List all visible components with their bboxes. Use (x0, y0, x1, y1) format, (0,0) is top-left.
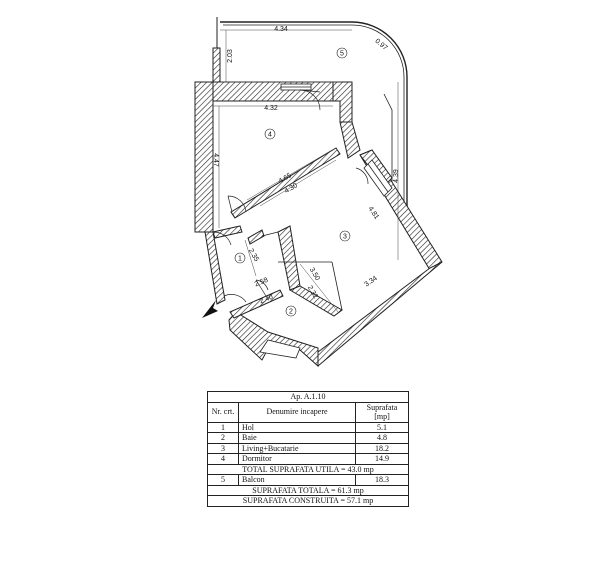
door-swings (212, 89, 369, 303)
svg-text:3: 3 (343, 234, 347, 241)
row-name: Balcon (238, 474, 356, 486)
total-row: SUPRAFATA TOTALA = 61.3 mp (207, 484, 409, 496)
row-name: Baie (238, 432, 356, 444)
row-name: Living+Bucatarie (238, 442, 356, 454)
row-area: 5.1 (355, 421, 409, 433)
header-nr: Nr. crt. (207, 401, 239, 423)
row-area: 4.8 (355, 432, 409, 444)
room-marker-5: 5 (336, 47, 348, 59)
row-area: 18.2 (355, 442, 409, 454)
table-row: 1 Hol 5.1 (207, 421, 409, 433)
row-nr: 3 (207, 442, 239, 454)
table-row: 5 Balcon 18.3 (207, 474, 409, 486)
svg-text:2: 2 (289, 309, 293, 316)
dim-living-bottom: 3.34 (364, 275, 379, 289)
dim-bath-width: 2.58 (254, 277, 269, 289)
dim-right-height: 4.39 (393, 169, 400, 183)
dim-balcony-width: 4.34 (274, 26, 288, 33)
svg-text:5: 5 (340, 51, 344, 58)
table-row: 2 Baie 4.8 (207, 432, 409, 444)
dim-hall-diagonal: 2.35 (247, 248, 260, 263)
room-marker-4: 4 (264, 128, 276, 140)
room-marker-3: 3 (339, 230, 351, 242)
walls (194, 81, 443, 368)
legend-header-row: Nr. crt. Denumire incapere Suprafata [mp… (207, 401, 409, 423)
dim-balcony-arc: 0.97 (373, 38, 388, 52)
dim-bedroom-height: 4.47 (212, 153, 219, 167)
table-row: 4 Dormitor 14.9 (207, 453, 409, 465)
entrance-arrow-icon (202, 300, 218, 318)
legend-table: Ap. A.1.10 Nr. crt. Denumire incapere Su… (207, 391, 409, 507)
row-nr: 4 (207, 453, 239, 465)
row-nr: 2 (207, 432, 239, 444)
room-marker-1: 1 (234, 252, 246, 264)
interior-lines (213, 100, 343, 311)
total-util-row: TOTAL SUPRAFATA UTILA = 43.0 mp (207, 463, 409, 475)
row-nr: 1 (207, 421, 239, 433)
dim-living-side: 4.81 (366, 206, 380, 221)
svg-text:4: 4 (268, 132, 272, 139)
row-nr: 5 (207, 474, 239, 486)
floor-plan: 4.34 2.03 0.97 4.32 4.47 4.65 4.30 4.39 … (194, 17, 443, 368)
svg-text:1: 1 (238, 256, 242, 263)
windows (259, 83, 393, 359)
legend-title: Ap. A.1.10 (207, 391, 409, 403)
row-name: Hol (238, 421, 356, 433)
header-area: Suprafata [mp] (355, 401, 409, 423)
dim-bedroom-width: 4.32 (264, 105, 278, 112)
table-row: 3 Living+Bucatarie 18.2 (207, 442, 409, 454)
dimension-lines (213, 29, 399, 313)
row-area: 14.9 (355, 453, 409, 465)
dim-hall-wall: 3.50 (308, 267, 321, 282)
built-row: SUPRAFATA CONSTRUITA = 57.1 mp (207, 495, 409, 507)
header-name: Denumire incapere (238, 401, 356, 423)
room-marker-2: 2 (285, 305, 297, 317)
dim-bath-small: 2.40 (259, 294, 274, 306)
dim-balcony-depth: 2.03 (227, 49, 234, 63)
row-name: Dormitor (238, 453, 356, 465)
row-area: 18.3 (355, 474, 409, 486)
